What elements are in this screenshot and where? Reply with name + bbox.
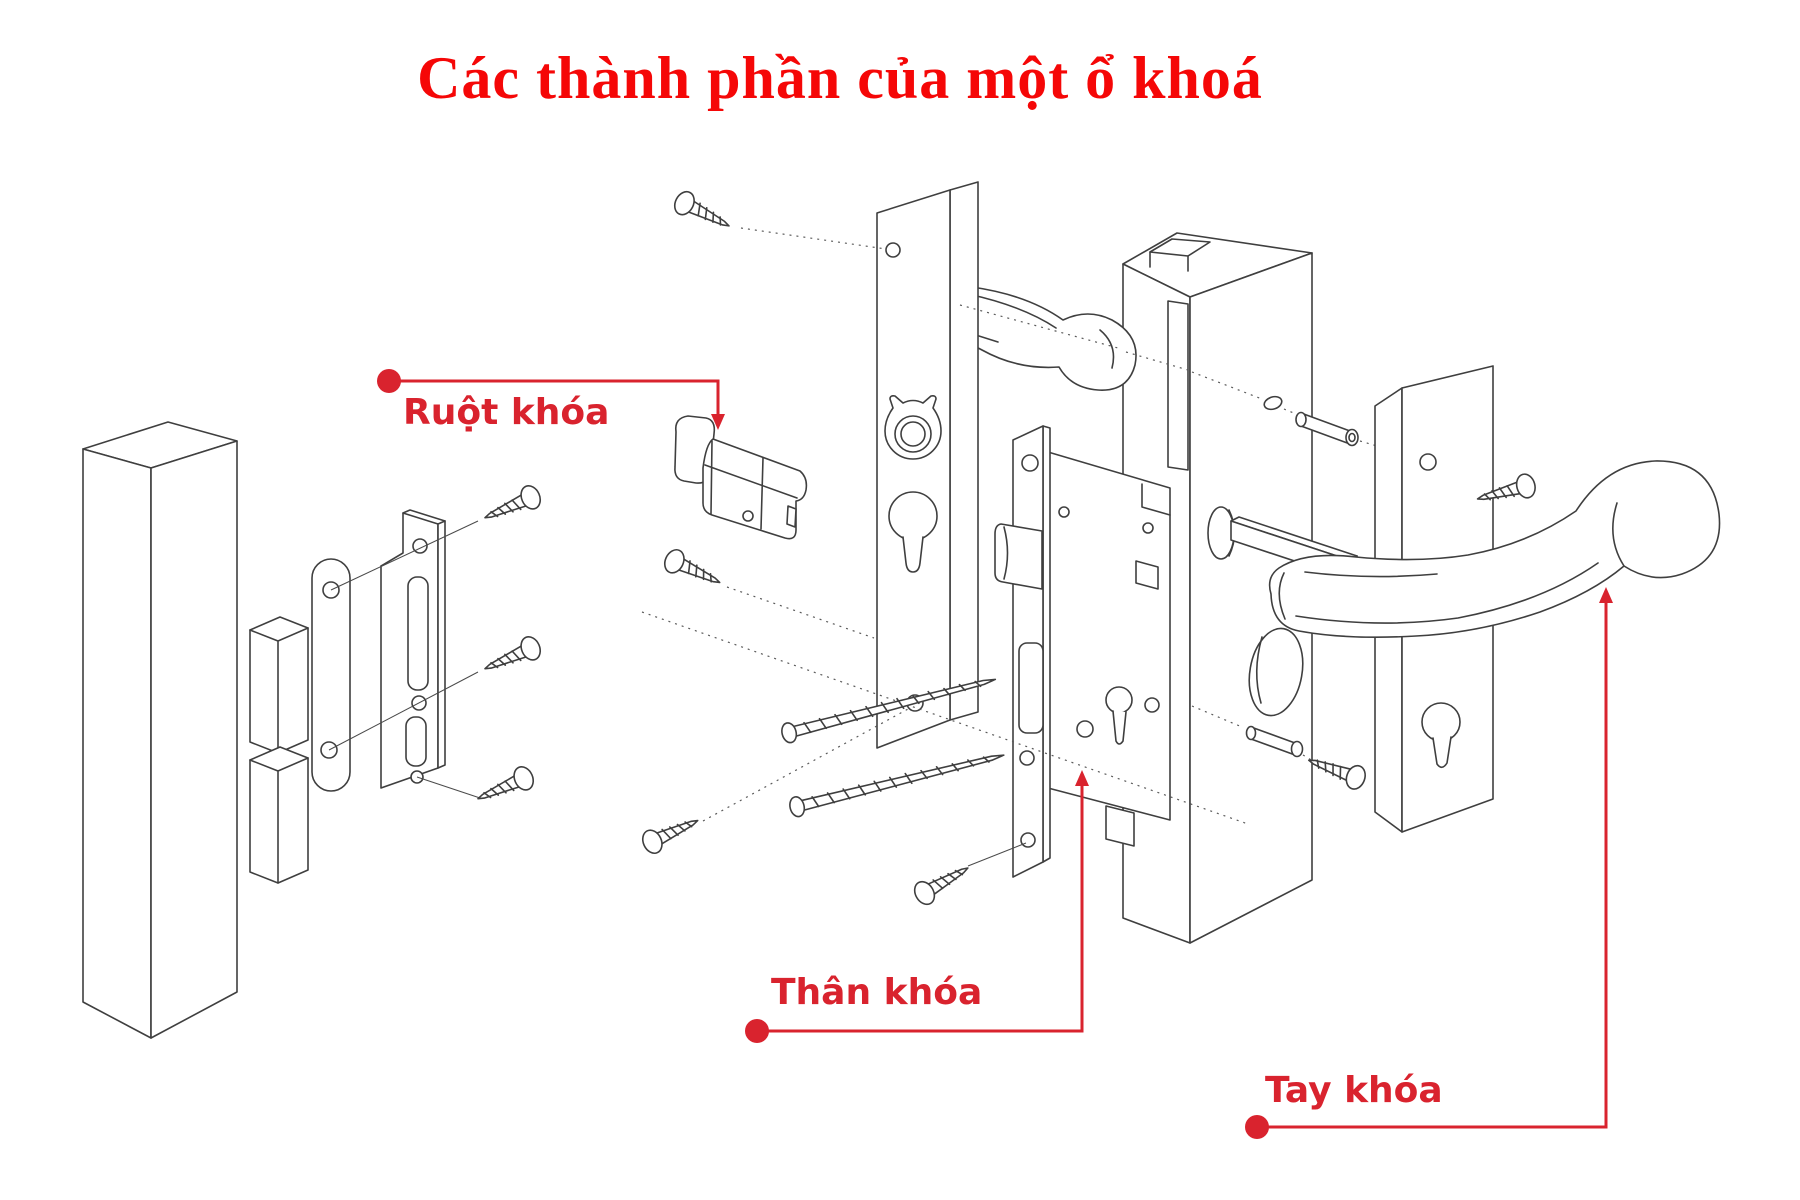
lock-body-screws <box>779 668 1027 909</box>
arrow-down-icon <box>711 414 725 430</box>
label-tay-khoa: Tay khóa <box>1265 1070 1443 1111</box>
arrow-up-icon <box>1599 587 1613 603</box>
arrow-up-icon <box>1075 770 1089 786</box>
long-strike-plate <box>380 509 446 789</box>
callout-tay-khoa <box>1245 587 1613 1139</box>
thumb-oval-hole <box>1248 627 1304 717</box>
door-frame-post <box>82 421 238 1039</box>
backplate-screws <box>638 187 736 858</box>
thumbturn-cutout <box>884 395 942 460</box>
inner-backplate <box>876 181 979 749</box>
guide-pin-upper <box>1295 411 1359 447</box>
label-than-khoa: Thân khóa <box>771 972 983 1013</box>
callout-than-khoa <box>745 770 1089 1043</box>
rounded-strike-plate <box>311 558 351 792</box>
page-title: Các thành phần của một ổ khoá <box>417 45 1263 111</box>
keyhole-cutout-inner <box>888 491 938 573</box>
strike-screws <box>328 481 545 811</box>
lock-body-case <box>1047 451 1171 847</box>
guide-pin-lower <box>1245 725 1304 758</box>
lock-faceplate <box>994 425 1051 878</box>
door-edge-block <box>1122 232 1313 944</box>
callout-ruot-khoa <box>377 369 725 430</box>
keyway <box>786 505 797 528</box>
strike-box-lower <box>249 746 309 884</box>
label-ruot-khoa: Ruột khóa <box>403 392 610 433</box>
lock-cylinder <box>674 415 808 540</box>
callout-lines <box>377 369 1613 1139</box>
deadbolt-slot <box>1018 642 1044 734</box>
latch-bolt <box>994 523 1043 590</box>
outer-lever-handle <box>1268 460 1721 639</box>
strike-box-upper <box>249 616 309 754</box>
alignment-dotted-lines-left <box>641 227 1249 825</box>
keyhole-cutout-outer <box>1421 702 1461 769</box>
